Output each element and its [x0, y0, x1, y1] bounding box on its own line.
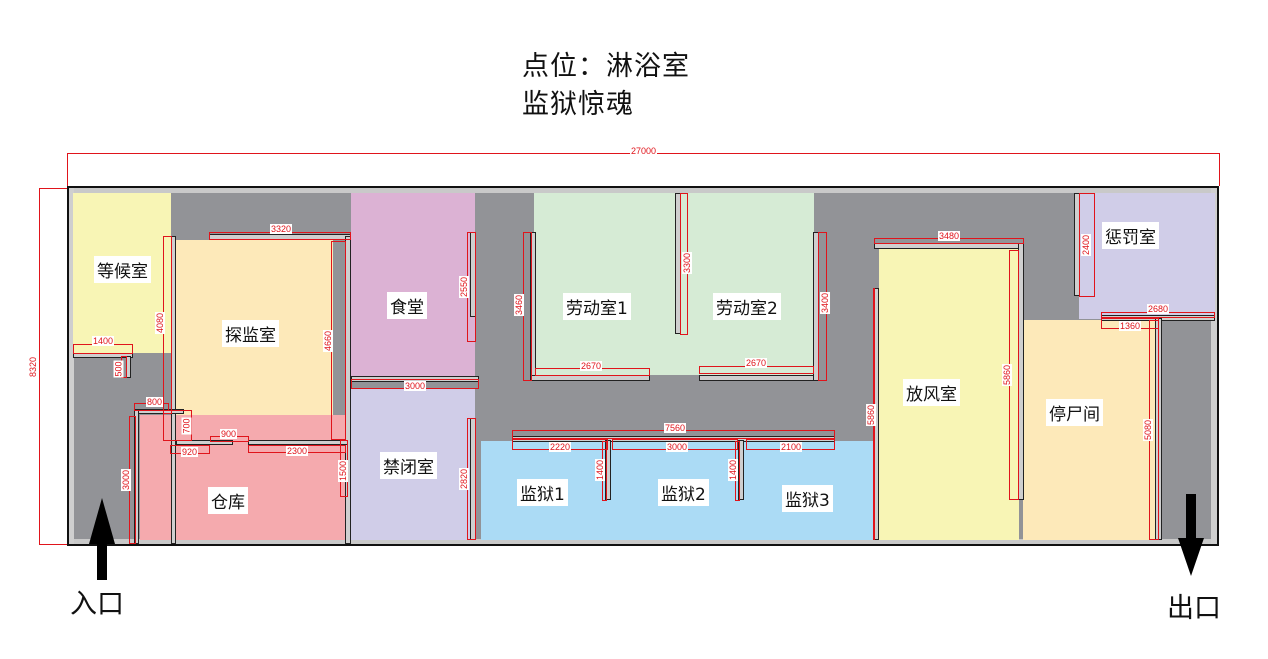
dim-label: 1400 — [728, 458, 739, 482]
dim-label: 5860 — [1002, 363, 1013, 387]
page-title: 监狱惊魂 — [522, 89, 634, 120]
dim-label: 700 — [181, 417, 192, 435]
room-punishment — [1079, 193, 1215, 319]
dim-label: 3400 — [820, 291, 831, 315]
entrance-arrow-shaft — [97, 540, 107, 580]
overall-height-tick-top — [39, 188, 69, 189]
overall-width-tick-right — [1219, 153, 1220, 186]
room-label-morgue: 停尸间 — [1046, 399, 1103, 426]
dim-label: 2300 — [286, 446, 309, 456]
dim-label: 2100 — [780, 442, 803, 452]
entrance-arrow-icon — [89, 498, 115, 544]
wall — [605, 440, 611, 500]
dim-label: 500 — [113, 360, 124, 378]
dim-label: 2670 — [745, 358, 768, 368]
dim-label: 1400 — [595, 458, 606, 482]
dim-label: 3460 — [514, 293, 525, 317]
room-label-prison1: 监狱1 — [517, 479, 568, 506]
room-label-canteen: 食堂 — [387, 292, 427, 319]
room-label-waiting: 等候室 — [94, 256, 151, 283]
dim-label: 1400 — [92, 336, 115, 346]
dim-label: 3000 — [404, 381, 427, 391]
room-label-prison3: 监狱3 — [782, 485, 833, 512]
dim-label: 5080 — [1143, 418, 1154, 442]
outer-wall-right — [1211, 188, 1217, 544]
dim-label: 920 — [181, 447, 199, 457]
overall-height-line — [39, 188, 40, 544]
dim-box — [523, 232, 532, 381]
outer-wall-left — [69, 188, 74, 544]
wall — [176, 440, 233, 445]
exit-arrow-icon — [1178, 538, 1204, 576]
dim-label: 800 — [146, 397, 164, 407]
wall — [134, 409, 139, 544]
wall — [699, 375, 819, 381]
dim-label: 3300 — [682, 251, 693, 275]
room-label-labor2: 劳动室2 — [713, 293, 781, 320]
room-label-exercise: 放风室 — [903, 379, 960, 406]
dim-label: 5860 — [866, 403, 877, 427]
dim-box — [331, 241, 346, 440]
dim-label: 2220 — [549, 442, 572, 452]
dim-label: 1500 — [338, 459, 349, 483]
dim-label: 1360 — [1119, 321, 1142, 331]
dim-label: 3000 — [666, 442, 689, 452]
dim-label: 2550 — [459, 275, 470, 299]
dim-label: 7560 — [664, 423, 687, 433]
dim-label: 2680 — [1147, 304, 1170, 314]
entrance-label: 入口 — [70, 589, 124, 620]
exit-arrow-shaft — [1186, 494, 1196, 540]
wall — [738, 440, 744, 500]
exit-label: 出口 — [1167, 593, 1221, 624]
overall-height-dim: 8320 — [28, 355, 39, 379]
outer-wall-bottom — [69, 539, 1217, 544]
overall-width-tick-left — [67, 153, 68, 186]
dim-label: 2820 — [459, 467, 470, 491]
room-morgue — [1023, 320, 1155, 540]
room-label-prison2: 监狱2 — [658, 479, 709, 506]
overall-height-tick-bottom — [39, 544, 69, 545]
outer-wall-top — [69, 188, 1217, 193]
dim-label: 3480 — [938, 231, 961, 241]
location-title: 点位：淋浴室 — [522, 51, 690, 82]
dim-label: 4660 — [323, 329, 334, 353]
room-label-labor1: 劳动室1 — [563, 293, 631, 320]
room-labor — [534, 193, 814, 375]
dim-label: 3000 — [121, 468, 132, 492]
room-label-storage: 仓库 — [208, 487, 248, 514]
dim-label: 900 — [220, 429, 238, 439]
dim-label: 3320 — [270, 224, 293, 234]
room-label-punishment: 惩罚室 — [1102, 222, 1159, 249]
room-label-confinement: 禁闭室 — [380, 452, 437, 479]
overall-width-dim: 27000 — [630, 146, 658, 156]
dim-label: 4080 — [155, 311, 166, 335]
dim-label: 2670 — [580, 361, 603, 371]
dim-box — [1079, 193, 1095, 297]
room-label-visiting: 探监室 — [222, 320, 279, 347]
room-canteen — [351, 193, 475, 376]
dim-label: 2400 — [1081, 233, 1092, 257]
